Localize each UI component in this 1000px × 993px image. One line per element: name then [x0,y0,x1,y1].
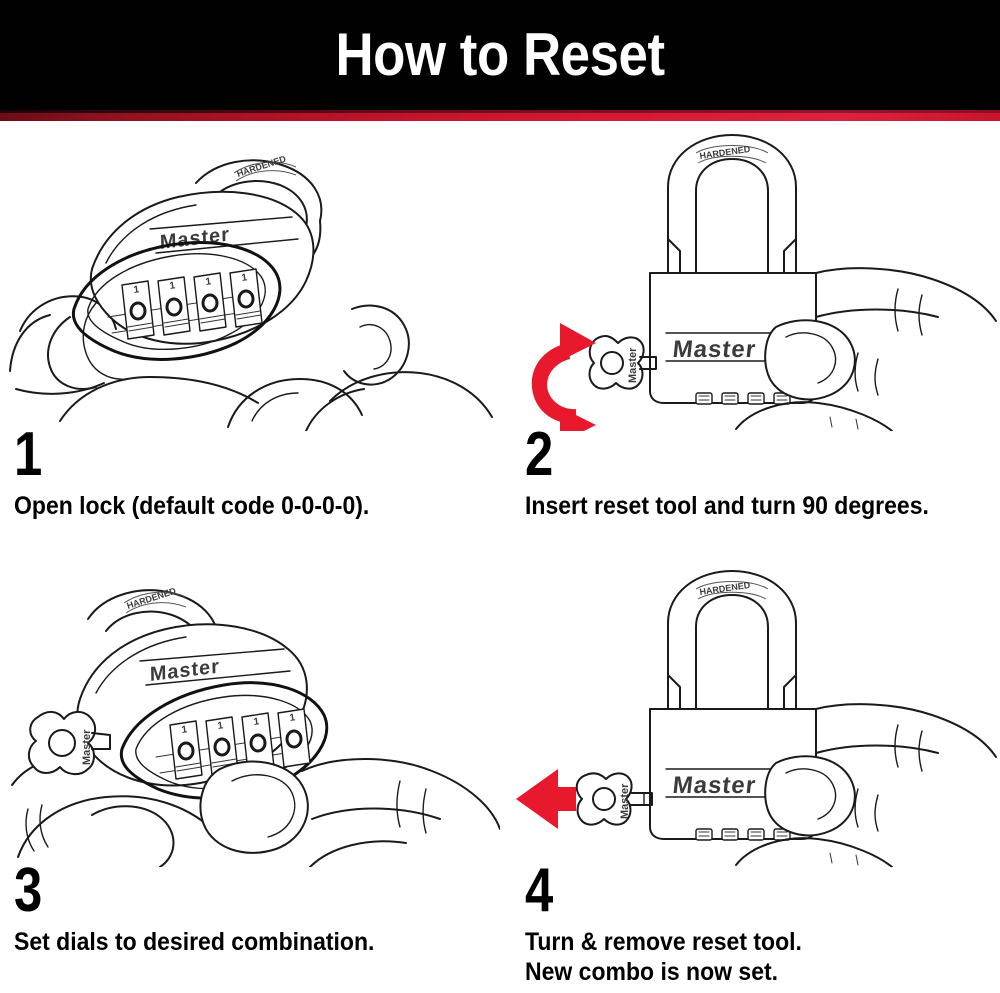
svg-text:HARDENED: HARDENED [699,144,751,161]
step-1-illustration: HARDENED Master [0,121,500,431]
step-3-caption: Set dials to desired combination. [14,928,375,956]
step-2-caption: Insert reset tool and turn 90 degrees. [525,492,929,520]
step-2-illustration: HARDENED Master [500,121,1000,431]
svg-text:1: 1 [217,720,224,732]
step-4-illustration: HARDENED Master [500,557,1000,867]
reset-tool: Master [575,772,653,826]
step-1: HARDENED Master [0,121,500,557]
svg-text:1: 1 [205,276,212,288]
header-accent-stripe [0,110,1000,121]
svg-text:Master: Master [671,336,757,363]
svg-text:Master: Master [671,772,757,799]
svg-text:1: 1 [169,280,176,292]
svg-text:HARDENED: HARDENED [236,153,288,178]
step-1-caption: Open lock (default code 0-0-0-0). [14,492,370,520]
rotate-arrow-icon [531,323,596,431]
step-3-illustration: HARDENED Master [0,557,500,867]
dial-row [695,392,791,405]
reset-tool: Master [588,335,657,390]
step-3: HARDENED Master [0,557,500,993]
step-2: HARDENED Master [500,121,1000,557]
svg-text:1: 1 [253,716,260,728]
step-4-caption: Turn & remove reset tool. New combo is n… [525,928,802,986]
svg-text:Master: Master [81,729,93,765]
dial-row [695,828,791,841]
svg-text:Master: Master [627,347,639,383]
svg-text:1: 1 [133,284,140,296]
step-1-number: 1 [14,420,43,489]
remove-arrow-icon [516,769,576,829]
reset-tool: Master [28,711,111,775]
steps-grid: HARDENED Master [0,121,1000,993]
svg-text:1: 1 [181,724,188,736]
svg-text:1: 1 [241,272,248,284]
dial-group: 1 1 1 1 [121,268,263,340]
svg-text:1: 1 [289,712,296,724]
dial-group: 1 1 1 1 [169,708,311,780]
page-header: How to Reset [0,0,1000,110]
step-4: HARDENED Master [500,557,1000,993]
svg-text:HARDENED: HARDENED [699,580,751,597]
step-2-number: 2 [525,420,554,489]
svg-text:Master: Master [619,783,631,819]
step-4-number: 4 [525,856,554,925]
page-title: How to Reset [335,21,665,88]
step-3-number: 3 [14,856,43,925]
